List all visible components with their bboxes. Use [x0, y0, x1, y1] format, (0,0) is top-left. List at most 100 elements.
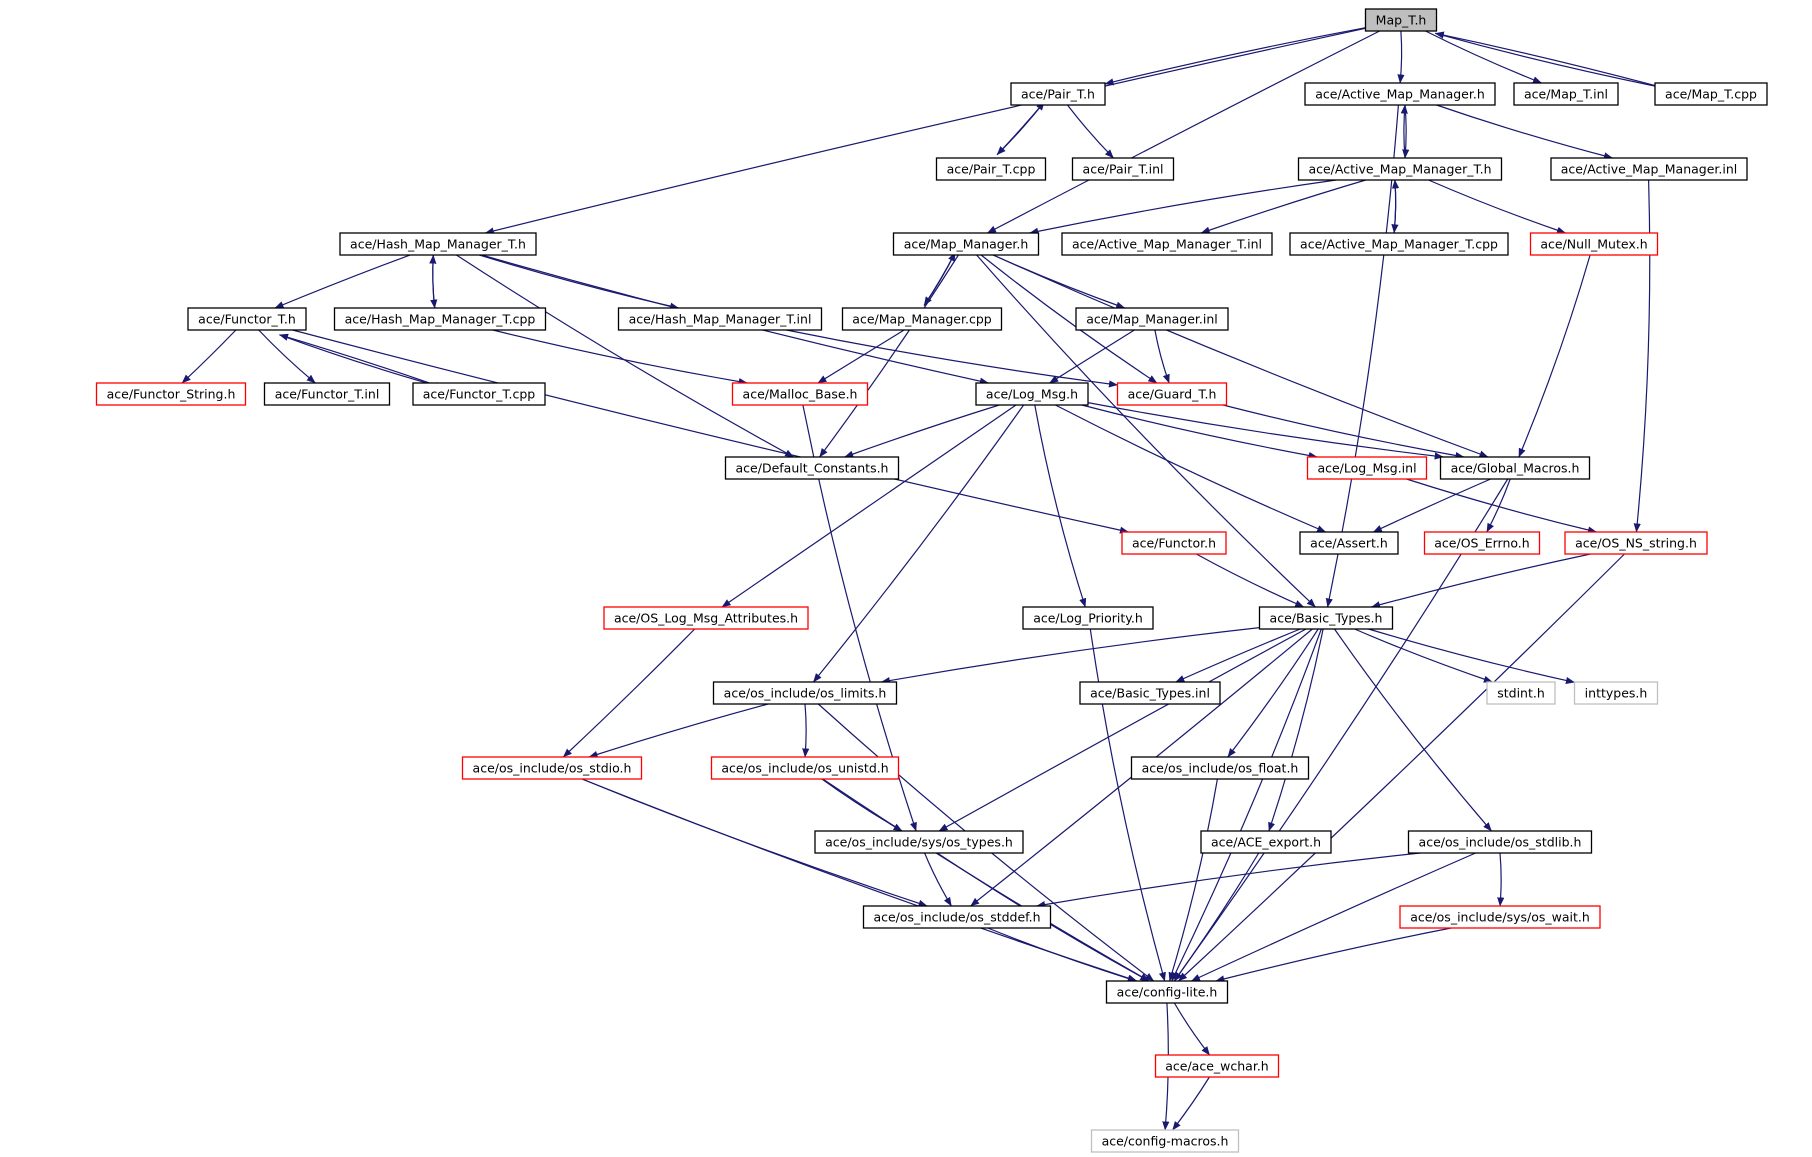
- node-ace-map-manager-inl[interactable]: ace/Map_Manager.inl: [1075, 307, 1229, 331]
- edge-hash-mm-t-h-to-default-constants-h: [456, 254, 794, 458]
- node-ace-ace-export-h[interactable]: ace/ACE_export.h: [1200, 830, 1332, 854]
- node-ace-pair-t-h[interactable]: ace/Pair_T.h: [1010, 82, 1106, 106]
- node-ace-hash-map-manager-t-h[interactable]: ace/Hash_Map_Manager_T.h: [339, 232, 537, 256]
- node-label: ace/os_include/sys/os_types.h: [825, 835, 1013, 850]
- node-box: [1130, 756, 1310, 780]
- node-ace-functor-h[interactable]: ace/Functor.h: [1121, 531, 1227, 555]
- node-box: [263, 382, 391, 406]
- node-ace-map-manager-cpp[interactable]: ace/Map_Manager.cpp: [841, 307, 1003, 331]
- node-box: [814, 830, 1024, 854]
- node-ace-os-log-msg-attributes-h[interactable]: ace/OS_Log_Msg_Attributes.h: [603, 606, 809, 630]
- node-ace-map-manager-h[interactable]: ace/Map_Manager.h: [892, 232, 1040, 256]
- node-label: ace/Map_Manager.inl: [1086, 312, 1218, 327]
- edge-pair-t-cpp-to-pair-t-h: [996, 101, 1045, 156]
- node-ace-log-priority-h[interactable]: ace/Log_Priority.h: [1022, 606, 1154, 630]
- node-ace-active-map-manager-t-cpp[interactable]: ace/Active_Map_Manager_T.cpp: [1289, 232, 1509, 256]
- node-ace-basic-types-h[interactable]: ace/Basic_Types.h: [1258, 606, 1394, 630]
- edge-basic-types-h-to-os-stdlib-h: [1334, 628, 1492, 832]
- edge-map-manager-inl-to-log-msg-h: [1049, 329, 1135, 384]
- node-ace-malloc-base-h[interactable]: ace/Malloc_Base.h: [731, 382, 869, 406]
- edge-global-macros-h-to-assert-h: [1372, 478, 1491, 533]
- edge-os-ns-string-h-to-config-lite-h: [1178, 553, 1625, 982]
- node-label: ace/OS_NS_string.h: [1575, 536, 1697, 551]
- node-ace-hash-map-manager-t-cpp[interactable]: ace/Hash_Map_Manager_T.cpp: [333, 307, 547, 331]
- node-label: ace/Functor_String.h: [107, 387, 236, 402]
- node-ace-ace-wchar-h[interactable]: ace/ace_wchar.h: [1154, 1054, 1280, 1078]
- node-box: [1304, 82, 1496, 106]
- node-ace-active-map-manager-h[interactable]: ace/Active_Map_Manager.h: [1304, 82, 1496, 106]
- node-label: ace/Active_Map_Manager_T.inl: [1072, 237, 1262, 252]
- node-box: [1299, 531, 1399, 555]
- edge-basic-types-h-to-os-limits-h: [880, 627, 1260, 685]
- edge-hash-mm-t-cpp-to-hash-mm-t-h: [429, 254, 437, 309]
- edge-pair-t-h-to-pair-t-inl: [1067, 104, 1114, 159]
- node-ace-os-include-os-limits-h[interactable]: ace/os_include/os_limits.h: [712, 681, 898, 705]
- edge-map-manager-cpp-to-map-manager-h: [923, 252, 956, 306]
- node-label: ace/os_include/os_float.h: [1142, 761, 1299, 776]
- node-label: ace/Log_Priority.h: [1033, 611, 1143, 626]
- node-box: [1071, 157, 1175, 181]
- node-ace-os-include-os-stdlib-h[interactable]: ace/os_include/os_stdlib.h: [1407, 830, 1593, 854]
- node-ace-os-include-os-stddef-h[interactable]: ace/os_include/os_stddef.h: [862, 905, 1052, 929]
- node-ace-os-include-sys-os-wait-h[interactable]: ace/os_include/sys/os_wait.h: [1399, 905, 1601, 929]
- node-map-t-h[interactable]: Map_T.h: [1364, 8, 1438, 32]
- node-box: [333, 307, 547, 331]
- edge-null-mutex-h-to-global-macros-h: [1518, 254, 1591, 458]
- node-box: [1306, 456, 1428, 480]
- node-ace-map-t-cpp[interactable]: ace/Map_T.cpp: [1654, 82, 1768, 106]
- node-label: Map_T.h: [1376, 13, 1427, 28]
- edge-log-msg-h-to-log-msg-inl: [1081, 404, 1318, 459]
- node-box: [1289, 232, 1509, 256]
- node-ace-guard-t-h[interactable]: ace/Guard_T.h: [1116, 382, 1228, 406]
- node-label: ace/Pair_T.inl: [1083, 162, 1164, 177]
- node-ace-config-lite-h[interactable]: ace/config-lite.h: [1105, 980, 1229, 1004]
- node-ace-config-macros-h[interactable]: ace/config-macros.h: [1090, 1129, 1240, 1153]
- node-ace-hash-map-manager-t-inl[interactable]: ace/Hash_Map_Manager_T.inl: [617, 307, 823, 331]
- edge-functor-t-h-to-functor-h: [292, 329, 1129, 534]
- node-label: ace/Functor_T.cpp: [423, 387, 536, 402]
- node-ace-pair-t-inl[interactable]: ace/Pair_T.inl: [1071, 157, 1175, 181]
- node-ace-assert-h[interactable]: ace/Assert.h: [1299, 531, 1399, 555]
- node-ace-pair-t-cpp[interactable]: ace/Pair_T.cpp: [935, 157, 1047, 181]
- node-ace-os-include-os-float-h[interactable]: ace/os_include/os_float.h: [1130, 756, 1310, 780]
- node-label: ace/Active_Map_Manager_T.h: [1308, 162, 1491, 177]
- node-ace-active-map-manager-inl[interactable]: ace/Active_Map_Manager.inl: [1550, 157, 1748, 181]
- node-box: [1486, 681, 1556, 705]
- node-label: ace/Default_Constants.h: [736, 461, 889, 476]
- node-ace-os-include-os-stdio-h[interactable]: ace/os_include/os_stdio.h: [461, 756, 643, 780]
- node-ace-log-msg-h[interactable]: ace/Log_Msg.h: [975, 382, 1089, 406]
- node-ace-os-errno-h[interactable]: ace/OS_Errno.h: [1423, 531, 1541, 555]
- edge-functor-t-h-to-functor-t-cpp: [279, 334, 444, 389]
- node-label: ace/Pair_T.cpp: [947, 162, 1036, 177]
- node-ace-global-macros-h[interactable]: ace/Global_Macros.h: [1439, 456, 1591, 480]
- node-ace-map-t-inl[interactable]: ace/Map_T.inl: [1513, 82, 1619, 106]
- node-ace-functor-t-cpp[interactable]: ace/Functor_T.cpp: [412, 382, 546, 406]
- node-ace-os-include-sys-os-types-h[interactable]: ace/os_include/sys/os_types.h: [814, 830, 1024, 854]
- node-ace-functor-string-h[interactable]: ace/Functor_String.h: [95, 382, 247, 406]
- node-ace-functor-t-inl[interactable]: ace/Functor_T.inl: [263, 382, 391, 406]
- node-box: [1399, 905, 1601, 929]
- node-ace-log-msg-inl[interactable]: ace/Log_Msg.inl: [1306, 456, 1428, 480]
- node-label: ace/config-macros.h: [1102, 1134, 1229, 1149]
- node-ace-null-mutex-h[interactable]: ace/Null_Mutex.h: [1529, 232, 1659, 256]
- node-ace-active-map-manager-t-h[interactable]: ace/Active_Map_Manager_T.h: [1297, 157, 1503, 181]
- node-box: [603, 606, 809, 630]
- edge-os-float-h-to-config-lite-h: [1168, 778, 1218, 982]
- node-ace-os-ns-string-h[interactable]: ace/OS_NS_string.h: [1564, 531, 1708, 555]
- node-box: [1075, 307, 1229, 331]
- node-stdint-h[interactable]: stdint.h: [1486, 681, 1556, 705]
- edge-map-manager-inl-to-guard-t-h: [1154, 329, 1170, 384]
- node-ace-default-constants-h[interactable]: ace/Default_Constants.h: [724, 456, 900, 480]
- node-box: [1364, 8, 1438, 32]
- node-box: [892, 232, 1040, 256]
- node-ace-os-include-os-unistd-h[interactable]: ace/os_include/os_unistd.h: [710, 756, 900, 780]
- node-label: ace/Global_Macros.h: [1451, 461, 1580, 476]
- edge-active-mm-t-h-to-active-mm-t-inl: [1200, 179, 1366, 234]
- node-ace-basic-types-inl[interactable]: ace/Basic_Types.inl: [1079, 681, 1221, 705]
- node-label: stdint.h: [1497, 686, 1545, 701]
- node-ace-active-map-manager-t-inl[interactable]: ace/Active_Map_Manager_T.inl: [1061, 232, 1273, 256]
- node-ace-functor-t-h[interactable]: ace/Functor_T.h: [187, 307, 307, 331]
- edge-log-msg-h-to-assert-h: [1055, 404, 1327, 533]
- node-inttypes-h[interactable]: inttypes.h: [1573, 681, 1659, 705]
- node-box: [862, 905, 1052, 929]
